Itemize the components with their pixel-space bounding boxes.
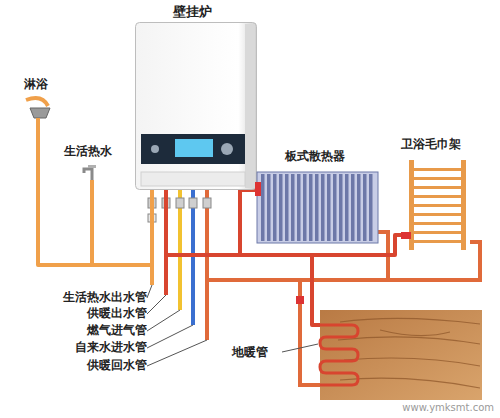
panel-radiator-part xyxy=(279,174,283,241)
node-label: 板式散热器 xyxy=(285,148,345,165)
towel-rack-part xyxy=(411,231,464,234)
towel-rack-part xyxy=(401,232,411,239)
towel-rack-part xyxy=(411,213,464,216)
watermark: www.ymksmt.com xyxy=(402,402,494,413)
panel-radiator-part xyxy=(273,174,277,241)
leader-line xyxy=(147,285,152,298)
pipe-label: 燃气进气管 xyxy=(87,323,147,338)
pipe-connector xyxy=(92,180,152,265)
boiler-part xyxy=(141,134,245,164)
hot-water-tap-part xyxy=(84,169,92,180)
towel-rack-part xyxy=(411,177,464,180)
panel-radiator-part xyxy=(357,174,361,241)
panel-radiator-part xyxy=(291,174,295,241)
towel-rack-part xyxy=(411,195,464,198)
floor-heating-shape xyxy=(320,310,482,400)
valve xyxy=(203,198,211,208)
pipe-connector xyxy=(166,190,255,255)
panel-radiator-part xyxy=(321,174,325,241)
panel-radiator-part xyxy=(351,174,355,241)
hot-water-tap-shape xyxy=(82,165,104,180)
node-label: 地暖管 xyxy=(232,344,268,361)
shower-head-shape xyxy=(22,98,56,120)
panel-radiator-part xyxy=(333,174,337,241)
panel-radiator-part xyxy=(257,172,378,243)
shower-head-part xyxy=(36,118,40,120)
leader-line xyxy=(282,344,318,352)
boiler-part xyxy=(245,24,255,188)
panel-radiator-part xyxy=(267,174,271,241)
pipe-connector xyxy=(38,120,152,265)
pipe-connector xyxy=(166,190,405,255)
return-pipe xyxy=(207,242,480,280)
towel-rack: 卫浴毛巾架 xyxy=(405,160,470,250)
valve xyxy=(189,198,197,208)
panel-radiator: 板式散热器 xyxy=(255,170,378,245)
panel-radiator-part xyxy=(261,174,265,241)
towel-rack-part xyxy=(411,186,464,189)
panel-radiator-part xyxy=(309,174,313,241)
pipe-label: 供暖回水管 xyxy=(87,358,147,373)
return-pipe xyxy=(205,190,209,340)
node-label: 淋浴 xyxy=(24,76,48,93)
pipe-connector xyxy=(166,190,320,325)
node-label: 卫浴毛巾架 xyxy=(401,136,461,153)
node-label: 壁挂炉 xyxy=(173,3,212,21)
boiler-part xyxy=(151,145,159,153)
towel-rack-part xyxy=(411,240,464,243)
shower-head: 淋浴 xyxy=(22,98,56,120)
boiler-part xyxy=(175,139,213,157)
pipe-label: 供暖出水管 xyxy=(87,306,147,321)
boiler: 壁挂炉 xyxy=(135,22,257,190)
panel-radiator-part xyxy=(339,174,343,241)
valve xyxy=(176,198,184,208)
hot-water-tap: 生活热水 xyxy=(82,165,104,180)
valve xyxy=(296,296,304,304)
panel-radiator-part xyxy=(285,174,289,241)
towel-rack-part xyxy=(411,204,464,207)
boiler-part xyxy=(136,23,257,190)
boiler-part xyxy=(141,172,245,186)
floor-heating-part xyxy=(320,325,358,385)
panel-radiator-part xyxy=(327,174,331,241)
cold-water-pipe xyxy=(191,190,195,325)
shower-head-part xyxy=(30,108,50,118)
panel-radiator-part xyxy=(303,174,307,241)
leader-line xyxy=(147,340,207,366)
panel-radiator-part xyxy=(315,174,319,241)
panel-radiator-part xyxy=(255,182,261,196)
towel-rack-shape xyxy=(405,160,470,250)
panel-radiator-part xyxy=(345,174,349,241)
leader-line xyxy=(147,295,166,314)
panel-radiator-part xyxy=(369,174,373,241)
boiler-shape xyxy=(135,22,257,190)
panel-radiator-part xyxy=(363,174,367,241)
leader-line xyxy=(147,310,180,331)
hot-water-tap-part xyxy=(88,165,96,168)
panel-radiator-part xyxy=(297,174,301,241)
panel-radiator-shape xyxy=(255,170,378,245)
pipe-label: 自来水进水管 xyxy=(75,340,147,355)
leader-line xyxy=(147,325,193,348)
towel-rack-part xyxy=(411,222,464,225)
boiler-part xyxy=(221,143,233,155)
floor-heating-part xyxy=(320,310,482,400)
shower-head-part xyxy=(26,98,48,106)
towel-rack-part xyxy=(411,168,464,171)
pipe-label: 生活热水出水管 xyxy=(63,290,147,305)
floor-heating: 地暖管 xyxy=(320,310,482,400)
node-label: 生活热水 xyxy=(64,143,112,160)
